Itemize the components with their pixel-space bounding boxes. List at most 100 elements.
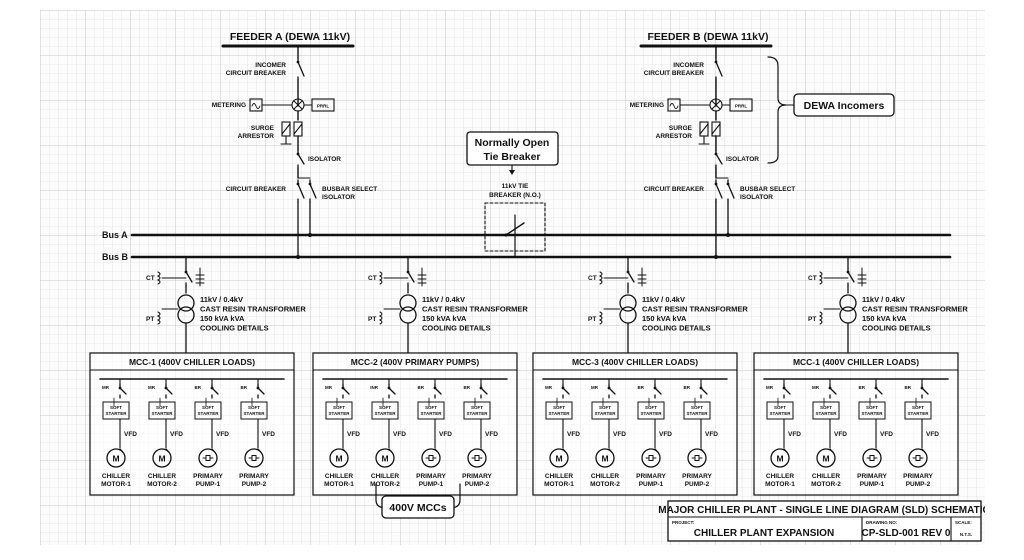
surge-label: SURGE bbox=[669, 125, 693, 132]
pump-icon bbox=[866, 455, 878, 461]
mcc-feeder-breaker-contact bbox=[653, 386, 657, 390]
load-name: PRIMARY bbox=[682, 473, 712, 480]
load-name: MOTOR-2 bbox=[370, 481, 400, 488]
soft-starter-box bbox=[858, 401, 886, 420]
busbar-circuit-breaker-blade bbox=[297, 183, 305, 199]
load-name: MOTOR-2 bbox=[147, 481, 177, 488]
relay-tag: BR bbox=[905, 385, 912, 390]
project-name: CHILLER PLANT EXPANSION bbox=[694, 528, 834, 539]
motor-lead bbox=[700, 448, 704, 452]
soft-starter-label: SOFT bbox=[774, 405, 786, 410]
soft-starter-label: SOFT bbox=[820, 405, 832, 410]
soft-starter-box bbox=[637, 401, 665, 420]
bus-a-label: Bus A bbox=[102, 230, 128, 240]
soft-starter-label: SOFT bbox=[912, 405, 924, 410]
relay-tag: BR bbox=[638, 385, 645, 390]
soft-starter-label: STARTER bbox=[152, 411, 174, 416]
load-name: PRIMARY bbox=[857, 473, 887, 480]
mcc-feeder-breaker-contact bbox=[607, 386, 611, 390]
incomer-label: CIRCUIT BREAKER bbox=[644, 70, 705, 77]
soft-starter-label: STARTER bbox=[908, 411, 930, 416]
pump-symbol bbox=[908, 448, 928, 468]
load-name: CHILLER bbox=[545, 473, 573, 480]
pump-icon bbox=[202, 455, 214, 461]
transformer-primary-winding bbox=[619, 294, 637, 312]
feeder-title: FEEDER A (DEWA 11kV) bbox=[230, 31, 350, 43]
pt-symbol bbox=[598, 311, 603, 325]
transformer-rating-text: 11kV / 0.4kV bbox=[200, 295, 243, 304]
incomer-circuit-breaker-contact bbox=[714, 60, 718, 64]
motor-m-icon: M bbox=[776, 454, 783, 464]
busbar-circuit-breaker-contact bbox=[714, 182, 718, 186]
vfd-label: VFD bbox=[880, 431, 893, 438]
transformer-primary-winding bbox=[177, 294, 195, 312]
mcc-panel bbox=[312, 352, 518, 496]
relay-tag: MR bbox=[148, 385, 156, 390]
transformer-rating-text: CAST RESIN TRANSFORMER bbox=[200, 305, 306, 314]
isolator-label: ISOLATOR bbox=[726, 156, 759, 163]
soft-starter-label: SOFT bbox=[691, 405, 703, 410]
load-name: MOTOR-1 bbox=[544, 481, 574, 488]
transformer-rating-text: COOLING DETAILS bbox=[642, 324, 711, 333]
surge-label: ARRESTOR bbox=[656, 133, 693, 140]
motor-lead bbox=[921, 448, 925, 452]
mcc-feeder-breaker-contact bbox=[341, 386, 345, 390]
relay-tag: MR bbox=[591, 385, 599, 390]
soft-starter-label: STARTER bbox=[421, 411, 443, 416]
mcc-panel bbox=[89, 352, 295, 496]
soft-starter-box bbox=[591, 401, 619, 420]
transformer-rating-text: 11kV / 0.4kV bbox=[862, 295, 905, 304]
incomer-circuit-breaker-blade bbox=[297, 61, 305, 77]
load-name: PUMP-1 bbox=[639, 481, 664, 488]
busbar-select-isolator-blade bbox=[309, 183, 317, 199]
mcc-feeder-breaker-contact bbox=[561, 386, 565, 390]
busbar-select-label: ISOLATOR bbox=[322, 194, 355, 201]
soft-starter-label: STARTER bbox=[641, 411, 663, 416]
load-name: CHILLER bbox=[766, 473, 794, 480]
relay-tag: MR bbox=[545, 385, 553, 390]
busbar-select-label: ISOLATOR bbox=[740, 194, 773, 201]
relay-tag: INR bbox=[370, 385, 379, 390]
transformer-primary-winding bbox=[399, 294, 417, 312]
ct-label: CT bbox=[146, 275, 155, 282]
branch-breaker-blade bbox=[847, 271, 855, 283]
transformer-rating-text: CAST RESIN TRANSFORMER bbox=[862, 305, 968, 314]
motor-symbol bbox=[375, 448, 395, 468]
soft-starter-label: SOFT bbox=[599, 405, 611, 410]
soft-starter-label: STARTER bbox=[770, 411, 792, 416]
mcc-feeder-breaker-contact bbox=[782, 386, 786, 390]
soft-starter-label: SOFT bbox=[553, 405, 565, 410]
prrl-label: PRRL bbox=[735, 104, 748, 109]
vfd-label: VFD bbox=[485, 431, 498, 438]
branch-breaker-contact bbox=[846, 270, 850, 274]
soft-starter-label: STARTER bbox=[198, 411, 220, 416]
mcc-feeder-breaker-blade bbox=[783, 387, 791, 395]
mcc-feeder-breaker-blade bbox=[342, 387, 350, 395]
branch-breaker-contact bbox=[406, 270, 410, 274]
soft-starter-box bbox=[417, 401, 445, 420]
pump-icon bbox=[248, 455, 260, 461]
motor-m-icon: M bbox=[555, 454, 562, 464]
motor-symbol bbox=[152, 448, 172, 468]
soft-starter-label: STARTER bbox=[862, 411, 884, 416]
branch-breaker-blade bbox=[627, 271, 635, 283]
soft-starter-label: STARTER bbox=[549, 411, 571, 416]
motor-lead bbox=[434, 448, 438, 452]
pump-symbol bbox=[862, 448, 882, 468]
mcc-feeder-breaker-blade bbox=[257, 387, 265, 395]
soft-starter-label: SOFT bbox=[866, 405, 878, 410]
mcc-feeder-breaker-contact bbox=[920, 386, 924, 390]
busbar-select-isolator-contact bbox=[726, 182, 730, 186]
load-name: PRIMARY bbox=[239, 473, 269, 480]
surge-label: SURGE bbox=[251, 125, 275, 132]
pt-label: PT bbox=[368, 316, 376, 323]
soft-starter-box bbox=[325, 401, 353, 420]
isolator-contact bbox=[296, 152, 300, 156]
motor-m-icon: M bbox=[822, 454, 829, 464]
mcc-panel bbox=[532, 352, 738, 496]
pump-symbol bbox=[467, 448, 487, 468]
mcc-feeder-breaker-blade bbox=[211, 387, 219, 395]
incomer-circuit-breaker-contact bbox=[296, 60, 300, 64]
load-name: CHILLER bbox=[148, 473, 176, 480]
prrl-label: PRRL bbox=[317, 104, 330, 109]
